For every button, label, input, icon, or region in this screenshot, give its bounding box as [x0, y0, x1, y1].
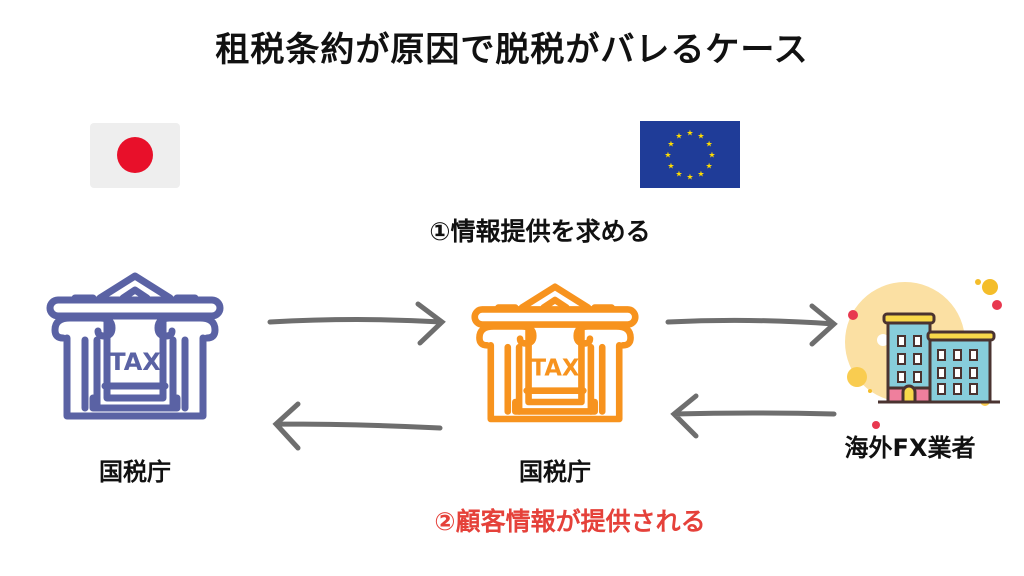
window	[937, 367, 946, 379]
window	[913, 335, 922, 347]
eu-flag: ★★★★★★★★★★★★	[640, 121, 740, 188]
overseas-fx-company-building-icon	[845, 279, 1005, 429]
eu-star: ★	[667, 140, 674, 149]
window	[953, 383, 962, 395]
window	[897, 371, 906, 383]
arrow-right-top-left	[267, 301, 446, 346]
window	[937, 383, 946, 395]
arrow-left-bottom-left	[272, 401, 443, 451]
node-label-left: 国税庁	[99, 458, 171, 486]
eu-star: ★	[667, 162, 674, 171]
window	[953, 349, 962, 361]
node-label-right: 海外FX業者	[844, 434, 976, 462]
step1-request-info-label: ①情報提供を求める	[429, 217, 651, 246]
eu-star: ★	[675, 170, 682, 179]
japan-flag	[90, 123, 180, 188]
eu-star: ★	[697, 131, 704, 140]
page-title: 租税条約が原因で脱税がバレるケース	[215, 30, 809, 70]
eu-star: ★	[675, 131, 682, 140]
window	[969, 367, 978, 379]
window	[969, 383, 978, 395]
node-label-center: 国税庁	[519, 458, 591, 486]
eu-star: ★	[697, 170, 704, 179]
eu-star: ★	[686, 173, 693, 182]
eu-star: ★	[664, 151, 671, 160]
tax-office-building-icon-center: TAX	[471, 283, 639, 423]
window	[897, 353, 906, 365]
eu-star: ★	[705, 162, 712, 171]
eu-star: ★	[708, 151, 715, 160]
window	[897, 335, 906, 347]
window	[937, 349, 946, 361]
arrow-left-bottom-right	[670, 393, 837, 439]
window	[913, 353, 922, 365]
eu-star: ★	[705, 140, 712, 149]
eu-star: ★	[686, 129, 693, 138]
japan-flag-sun	[117, 137, 153, 173]
tax-office-building-icon-left: TAX	[46, 272, 224, 420]
tax-text: TAX	[531, 356, 580, 382]
window	[969, 349, 978, 361]
window	[913, 371, 922, 383]
step2-customer-info-provided-label: ②顧客情報が提供される	[434, 507, 706, 536]
tax-text: TAX	[109, 348, 161, 376]
window	[953, 367, 962, 379]
arrow-right-top-right	[665, 303, 838, 347]
